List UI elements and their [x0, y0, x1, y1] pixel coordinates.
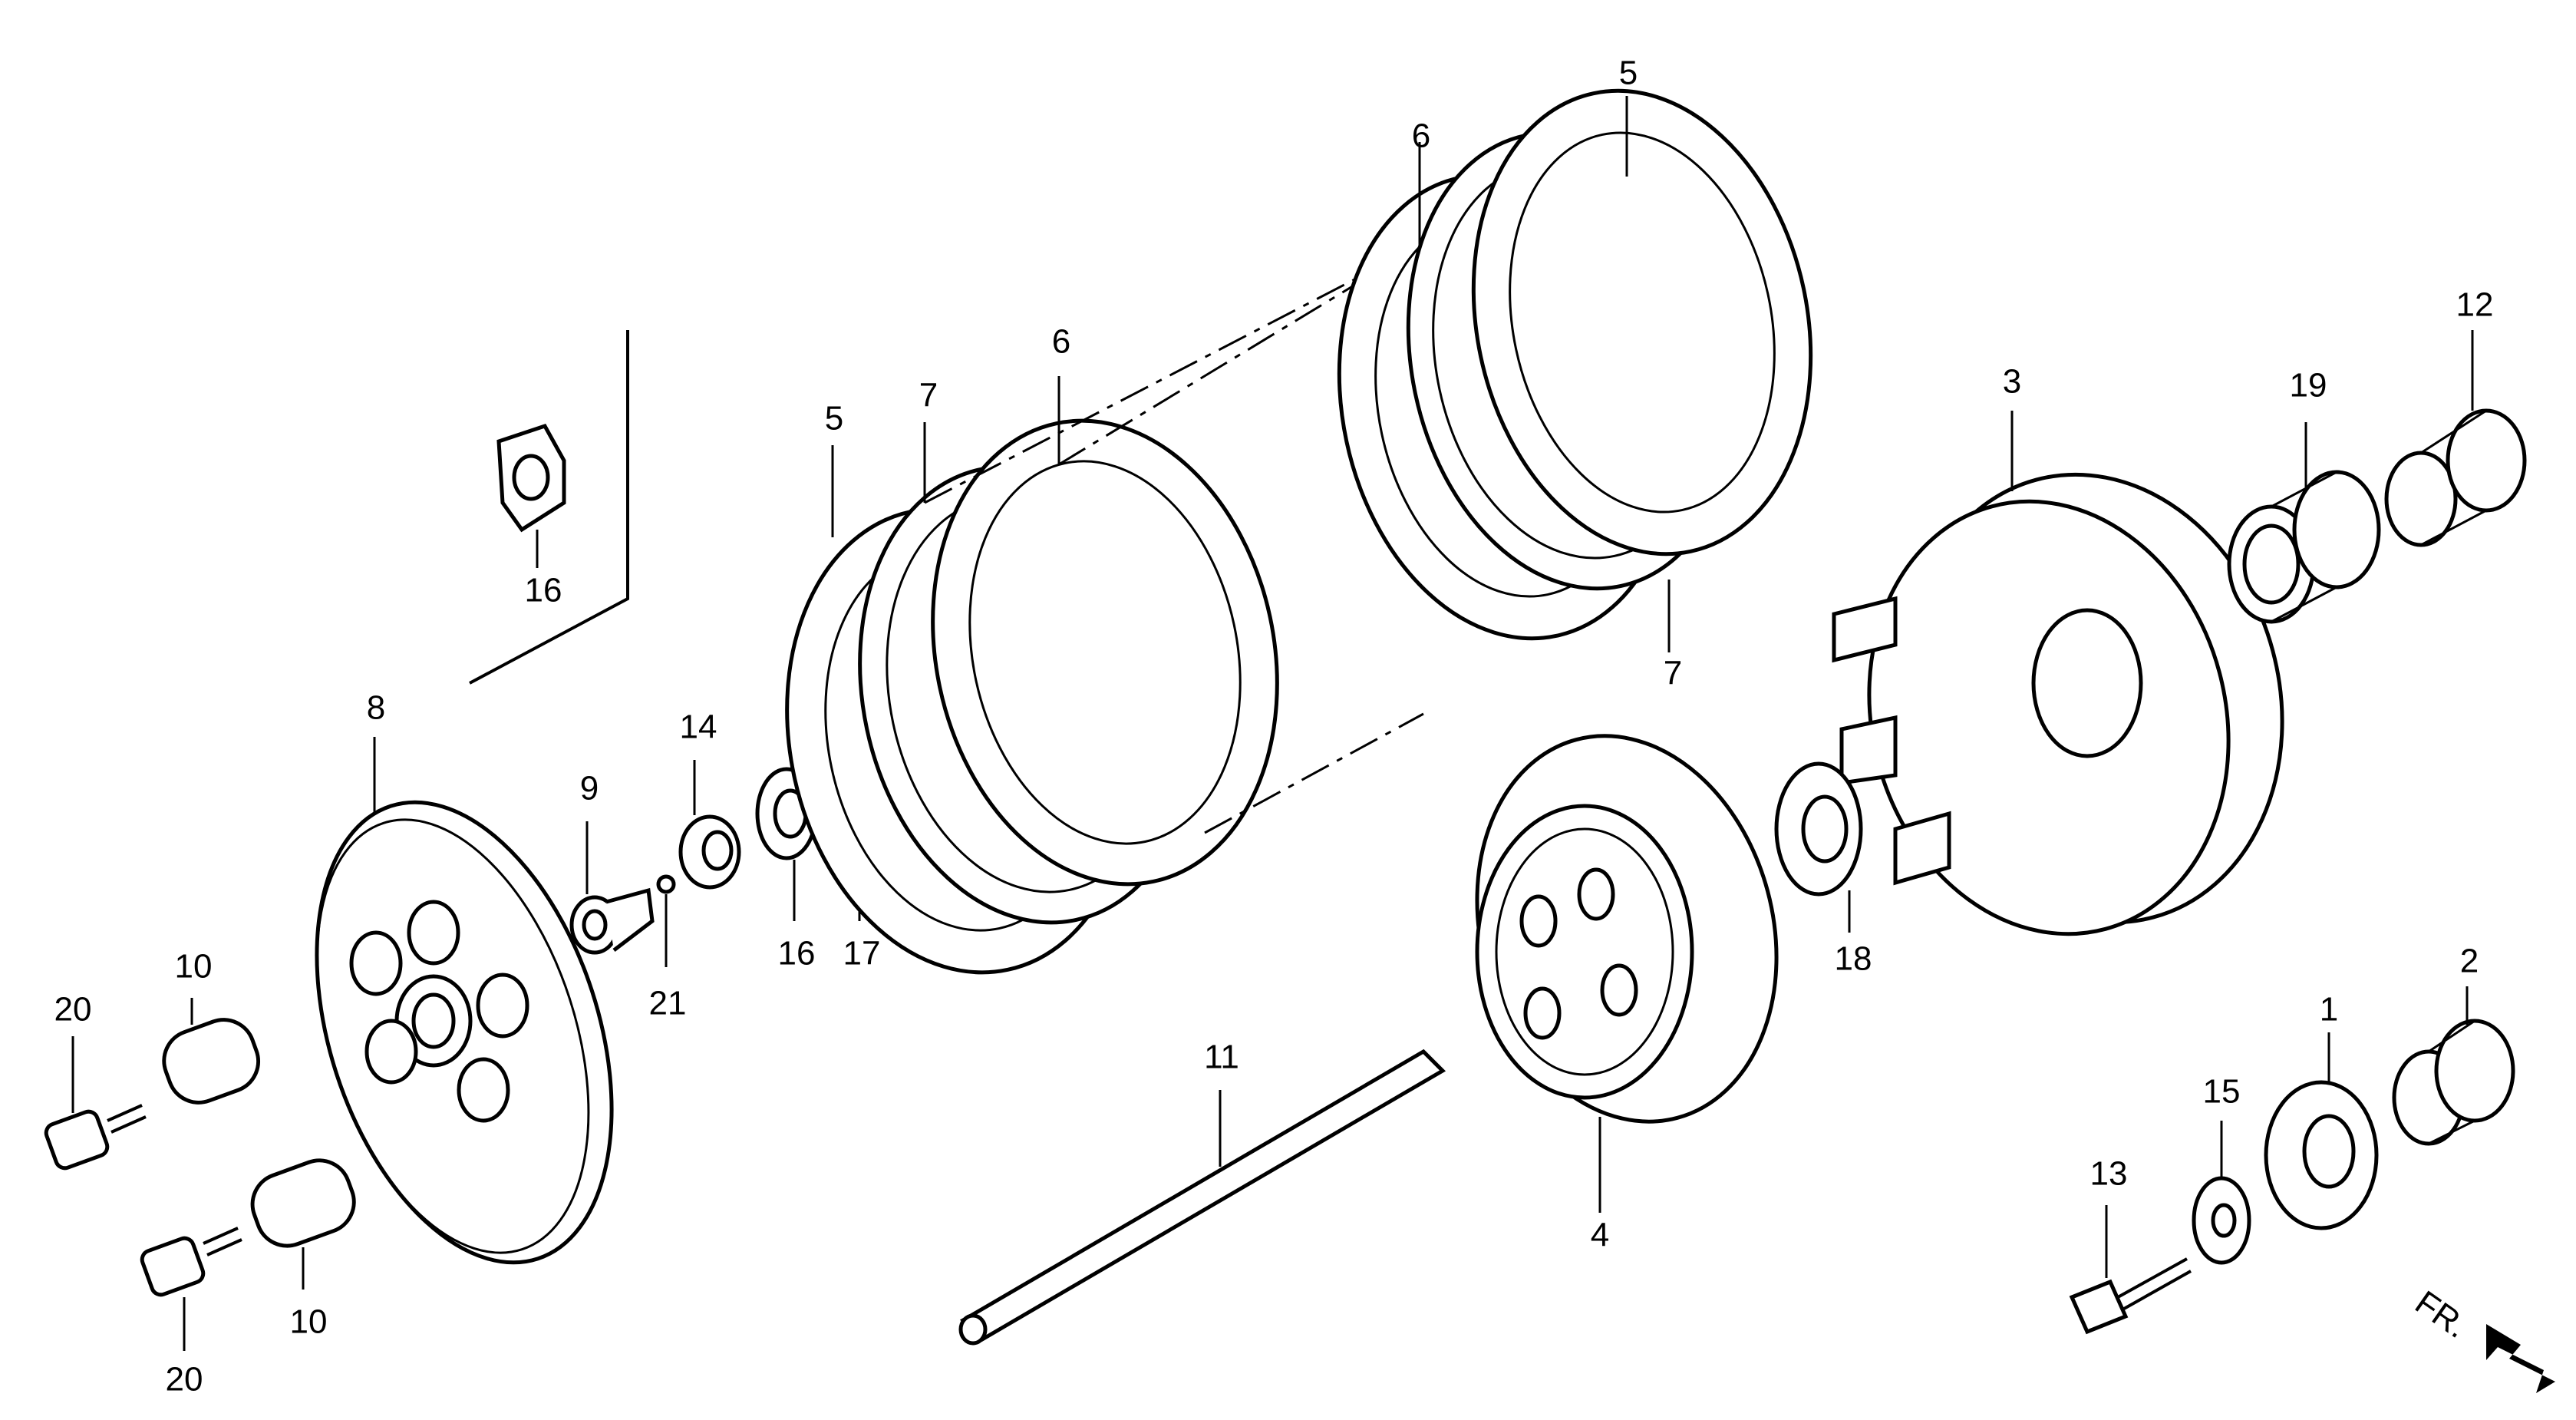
left-plate-stack: [785, 376, 1279, 975]
callout-10-lower: 10: [290, 1303, 328, 1341]
part-19-needle-bearing: [2227, 422, 2381, 624]
part-4-clutch-center: [1475, 734, 1779, 1213]
callout-10-upper: 10: [175, 948, 213, 986]
part-18-thrust-washer: [1774, 761, 1863, 933]
callout-6-left: 6: [1052, 323, 1070, 361]
part-10-spring-upper: [162, 998, 261, 1105]
part-13-bolt: [2069, 1205, 2192, 1335]
callout-20-lower: 20: [166, 1361, 203, 1399]
callout-14: 14: [680, 708, 717, 746]
part-8-pressure-plate: [315, 737, 614, 1265]
part-16-lock-washer-upper: [496, 423, 566, 568]
callout-4: 4: [1591, 1217, 1609, 1254]
callout-7-right: 7: [1664, 655, 1682, 692]
part-20-bolt-lower: [140, 1227, 242, 1351]
callout-13: 13: [2090, 1155, 2128, 1193]
callout-21: 21: [649, 985, 687, 1022]
callout-3: 3: [2003, 363, 2021, 401]
front-direction-label: FR.: [2409, 1283, 2475, 1346]
part-2-ring: [2392, 986, 2515, 1146]
callout-20-upper: 20: [54, 991, 92, 1029]
part-15-washer: [2192, 1121, 2251, 1265]
callout-2: 2: [2460, 943, 2479, 980]
callout-6-right: 6: [1412, 117, 1430, 155]
callout-1: 1: [2320, 991, 2338, 1029]
callout-16-upper: 16: [525, 572, 562, 609]
part-20-bolt-upper: [44, 1036, 147, 1171]
part-11-push-rod: [958, 1048, 1446, 1346]
callout-11: 11: [1204, 1039, 1239, 1076]
callout-16-lower: 16: [778, 935, 816, 973]
callout-9: 9: [580, 770, 599, 807]
callout-18: 18: [1835, 940, 1872, 978]
part-10-spring-lower: [250, 1158, 356, 1290]
callout-8: 8: [367, 689, 385, 727]
right-plate-stack: [1337, 88, 1813, 652]
part-12-collar: [2384, 330, 2527, 547]
callout-labels: 1 2 3 4 5 5 6 6 7 7 8 9 10 10 11 12 13 1…: [54, 54, 2494, 1399]
part-1-gear: [2264, 1032, 2379, 1230]
callout-17: 17: [843, 935, 881, 973]
part-3-clutch-outer: [1832, 411, 2284, 936]
callout-5-right: 5: [1619, 54, 1638, 92]
part-14-lock-nut: [678, 760, 741, 890]
section-divider: [469, 330, 629, 685]
callout-5-left: 5: [825, 400, 843, 438]
front-direction-arrow: FR.: [2409, 1283, 2555, 1393]
callout-15: 15: [2203, 1073, 2241, 1111]
callout-7-left: 7: [919, 377, 938, 414]
callout-19: 19: [2290, 367, 2327, 405]
callout-12: 12: [2456, 286, 2494, 324]
part-21-ball: [656, 874, 676, 967]
part-9-lifter-piece: [569, 821, 655, 955]
